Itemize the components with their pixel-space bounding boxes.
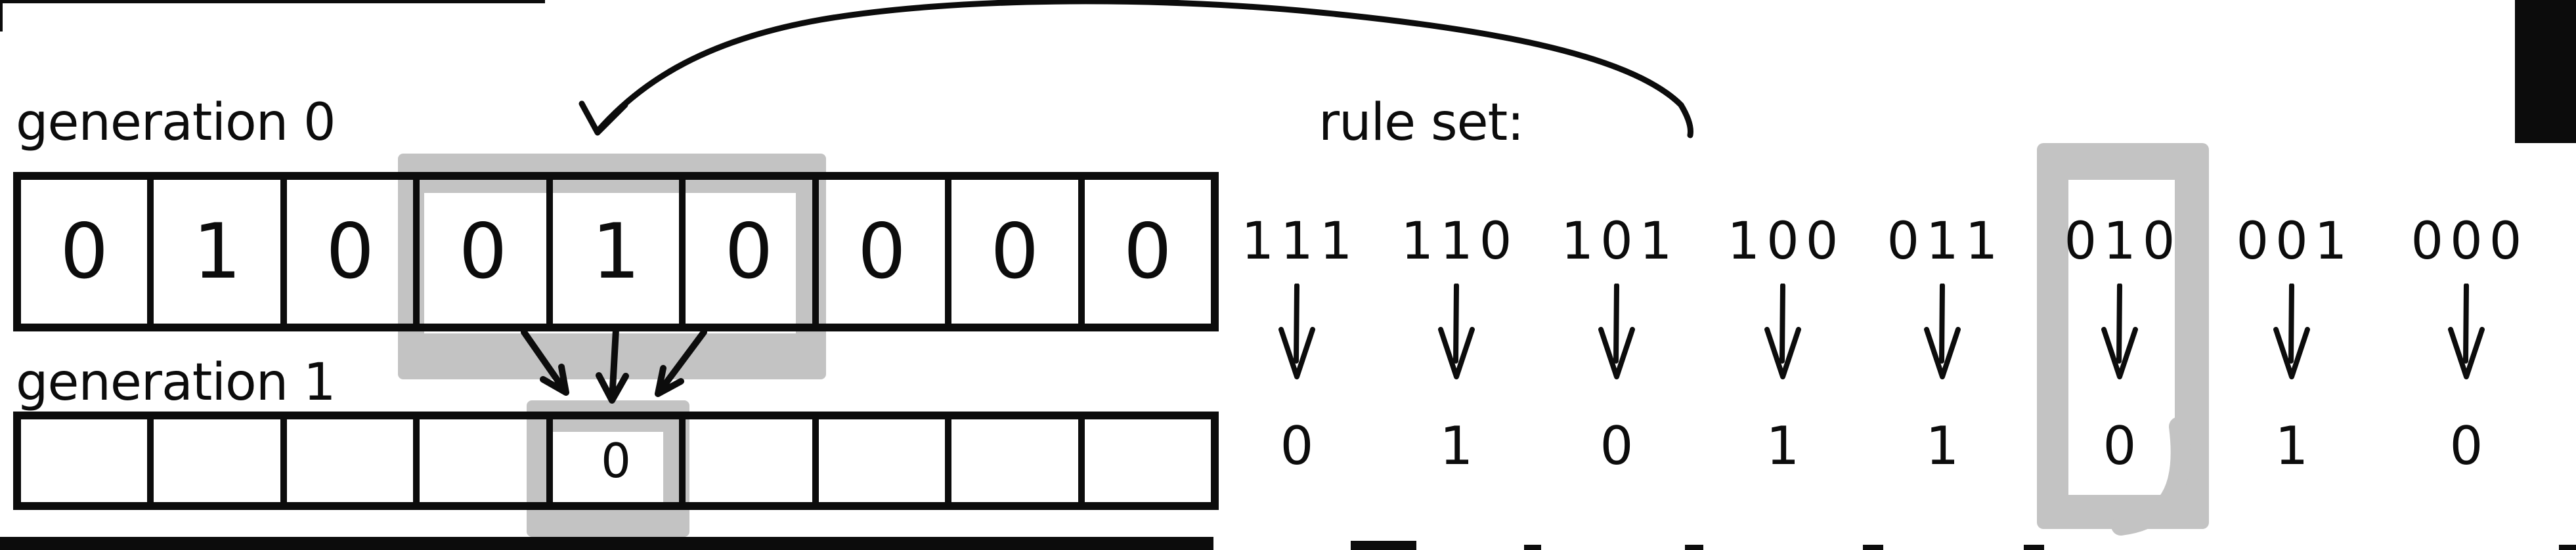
rule-output-101: 0 (1600, 415, 1634, 476)
cropped-text-fragment (2024, 545, 2044, 550)
cropped-text-fragment (2559, 545, 2576, 550)
curve-arrowhead-icon (579, 100, 628, 136)
down-arrow-icon (2101, 284, 2138, 379)
page-crop-tick-left (0, 0, 3, 32)
rule-110: 110 1 (1384, 212, 1529, 476)
rule-pattern-011: 011 (1887, 212, 2005, 271)
generation1-cell-1 (147, 419, 280, 502)
cropped-text-fragment (1351, 541, 1416, 550)
down-arrow-icon (1764, 284, 1801, 379)
rule-111: 111 0 (1225, 212, 1369, 476)
rule-pattern-100: 100 (1727, 212, 1845, 271)
rule-to-generation0-curve-arrow (594, 0, 1693, 138)
rule-output-000: 0 (2449, 415, 2483, 476)
rule-101: 101 0 (1544, 212, 1689, 476)
generation1-cell-3 (413, 419, 546, 502)
rule-output-010: 0 (2103, 415, 2137, 476)
down-arrow-icon (2448, 284, 2485, 379)
page-crop-block-top-right (2515, 0, 2576, 143)
down-arrow-icon (1438, 284, 1475, 379)
generation0-cell-6: 0 (812, 180, 945, 324)
rule-output-001: 1 (2275, 415, 2309, 476)
rule-pattern-000: 000 (2411, 212, 2529, 271)
generation0-cell-8: 0 (1078, 180, 1211, 324)
rule-011: 011 1 (1870, 212, 2015, 476)
down-arrow-icon (1598, 284, 1635, 379)
rule-pattern-110: 110 (1401, 212, 1519, 271)
generation1-cell-2 (280, 419, 413, 502)
generation1-cell-8 (1078, 419, 1211, 502)
generation0-cell-3: 0 (413, 180, 546, 324)
down-arrow-icon (1278, 284, 1315, 379)
rule-010: 010 0 (2047, 212, 2192, 476)
generation0-cell-0: 0 (60, 207, 109, 296)
generation0-cell-4: 1 (546, 180, 679, 324)
generation0-label: generation 0 (16, 93, 336, 152)
rule-pattern-001: 001 (2236, 212, 2354, 271)
generation1-cell-5 (679, 419, 812, 502)
cropped-text-fragment (1685, 545, 1703, 550)
rule-010-highlight-box (2037, 143, 2209, 529)
down-arrow-icon (1924, 284, 1961, 379)
generation1-cell-6 (812, 419, 945, 502)
generation0-cell-5: 0 (679, 180, 812, 324)
generation1-cell-0 (21, 419, 147, 502)
rule-output-011: 1 (1925, 415, 1959, 476)
generation0-cell-7: 0 (945, 180, 1078, 324)
generation1-cell-4: 0 (546, 419, 679, 502)
page-crop-bar-bottom (0, 537, 1213, 550)
generation1-label: generation 1 (16, 353, 336, 412)
generation1-row: 0 (13, 412, 1219, 510)
page-crop-line-top (0, 0, 545, 3)
rule-output-100: 1 (1766, 415, 1800, 476)
rule-output-110: 1 (1439, 415, 1474, 476)
rule-001: 001 1 (2219, 212, 2364, 476)
rule-pattern-010: 010 (2064, 212, 2182, 271)
rule-output-111: 0 (1280, 415, 1314, 476)
rule-pattern-111: 111 (1241, 212, 1359, 271)
generation0-cell-2: 0 (280, 180, 413, 324)
cropped-text-fragment (1524, 545, 1541, 550)
rule-set-label: rule set: (1319, 93, 1524, 152)
generation0-cell-1: 1 (147, 180, 280, 324)
cropped-text-fragment (1863, 545, 1883, 550)
rule-pattern-101: 101 (1561, 212, 1679, 271)
down-arrow-icon (2273, 284, 2310, 379)
generation1-cell-7 (945, 419, 1078, 502)
rule-100: 100 1 (1711, 212, 1855, 476)
